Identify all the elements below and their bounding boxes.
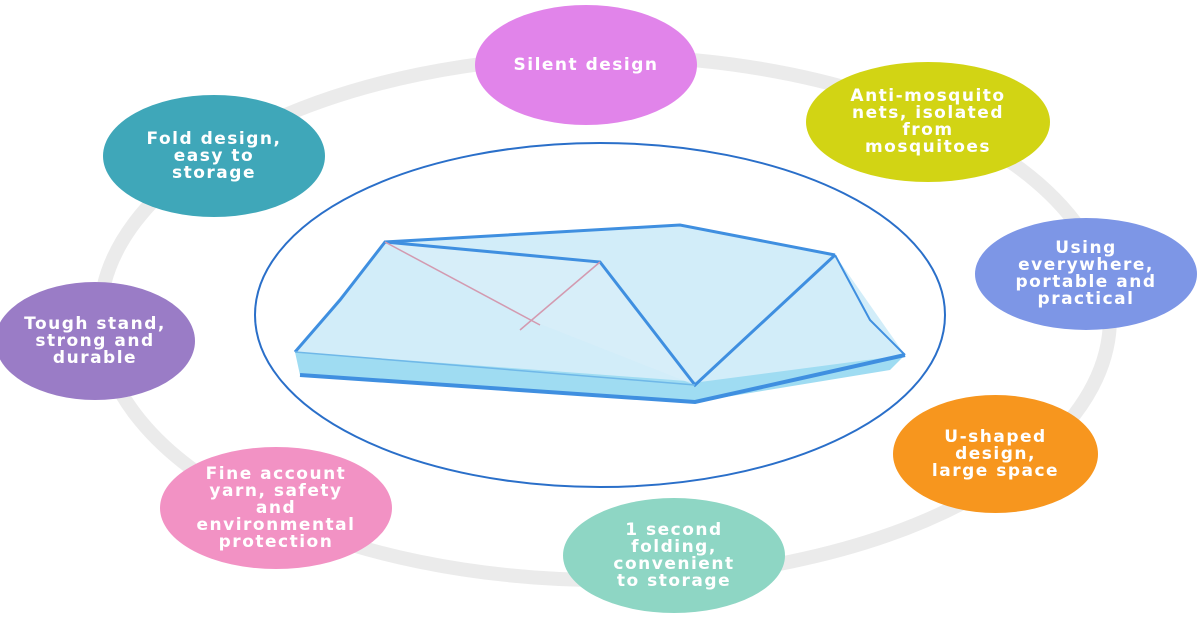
feature-text: folding, — [631, 536, 717, 557]
feature-text: Fold design, — [146, 128, 282, 149]
feature-text: protection — [218, 531, 334, 552]
feature-text: durable — [52, 347, 138, 368]
feature-text: from — [902, 120, 954, 140]
feature-using-everywhere: Using everywhere, portable and practical — [975, 218, 1197, 330]
feature-text: to storage — [616, 570, 732, 591]
feature-text: large space — [931, 460, 1060, 481]
feature-text: U-shaped — [944, 426, 1047, 447]
feature-text: easy to — [173, 145, 255, 166]
feature-text: portable and — [1015, 272, 1157, 292]
feature-text: yarn, safety — [209, 480, 343, 501]
feature-text: design, — [955, 443, 1036, 464]
feature-one-second-folding: 1 second folding, convenient to storage — [563, 498, 785, 613]
feature-text: convenient — [613, 553, 735, 574]
feature-text: Using — [1055, 238, 1117, 258]
feature-text: 1 second — [625, 519, 723, 540]
feature-tough-stand: Tough stand, strong and durable — [0, 282, 195, 400]
feature-text: and — [255, 497, 297, 518]
feature-text: Fine account — [205, 463, 347, 484]
mosquito-net-tent-image — [293, 223, 906, 405]
feature-text: environmental — [196, 514, 356, 535]
feature-fold-design: Fold design, easy to storage — [103, 95, 325, 217]
feature-fine-yarn: Fine account yarn, safety and environmen… — [160, 447, 392, 569]
feature-text: nets, isolated — [851, 103, 1004, 123]
feature-text: storage — [172, 162, 256, 183]
feature-text: practical — [1037, 289, 1135, 309]
feature-text: Anti-mosquito — [850, 86, 1006, 106]
inner-ellipse — [254, 142, 946, 488]
feature-text: mosquitoes — [864, 137, 992, 157]
feature-text: strong and — [35, 330, 155, 351]
feature-text: Tough stand, — [24, 313, 166, 334]
feature-silent-design: Silent design — [475, 5, 697, 125]
feature-u-shaped: U-shaped design, large space — [893, 395, 1098, 513]
feature-text: Silent design — [513, 54, 659, 75]
feature-anti-mosquito: Anti-mosquito nets, isolated from mosqui… — [806, 62, 1050, 182]
feature-text: everywhere, — [1018, 255, 1154, 275]
